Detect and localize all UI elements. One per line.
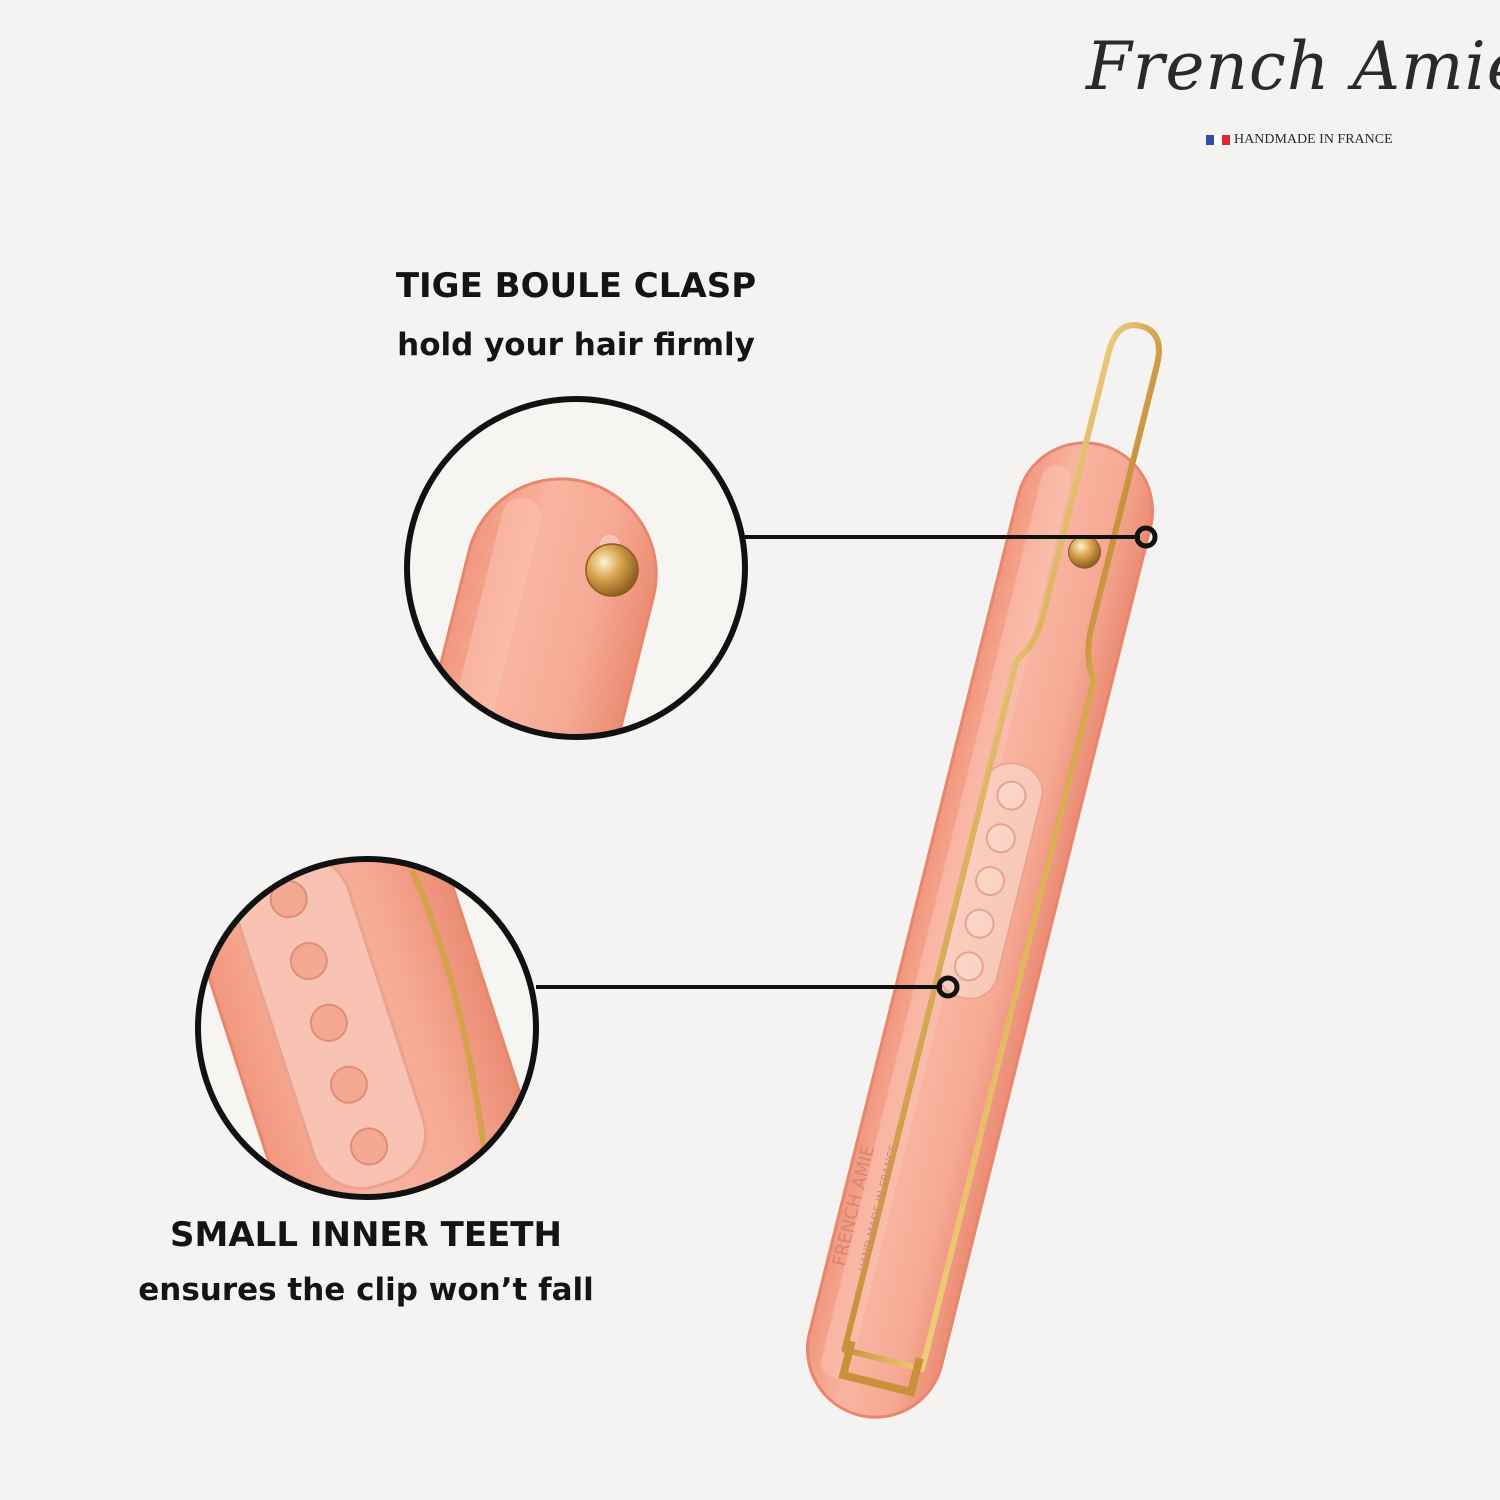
- clasp-title: TIGE BOULE CLASP: [395, 266, 757, 306]
- clasp-zoom-circle: [404, 396, 748, 740]
- hair-clip: FRENCH AMIE HAND MADE IN FRANCE: [805, 322, 1162, 1419]
- teeth-subtitle: ensures the clip won’t fall: [138, 1272, 594, 1308]
- clasp-subtitle: hold your hair firmly: [397, 327, 755, 363]
- inner-teeth: [936, 762, 1044, 1000]
- gold-wire: [841, 322, 1162, 1373]
- france-flag-icon: [1206, 135, 1230, 145]
- teeth-zoom-circle: [195, 856, 539, 1200]
- teeth-title: SMALL INNER TEETH: [170, 1215, 562, 1255]
- brand-name: French Amie: [1086, 28, 1500, 105]
- brand-tagline-row: HANDMADE IN FRANCE: [1206, 132, 1393, 148]
- brand-logo: French Amie HANDMADE IN FRANCE: [1078, 28, 1500, 158]
- brand-tagline: HANDMADE IN FRANCE: [1234, 132, 1393, 147]
